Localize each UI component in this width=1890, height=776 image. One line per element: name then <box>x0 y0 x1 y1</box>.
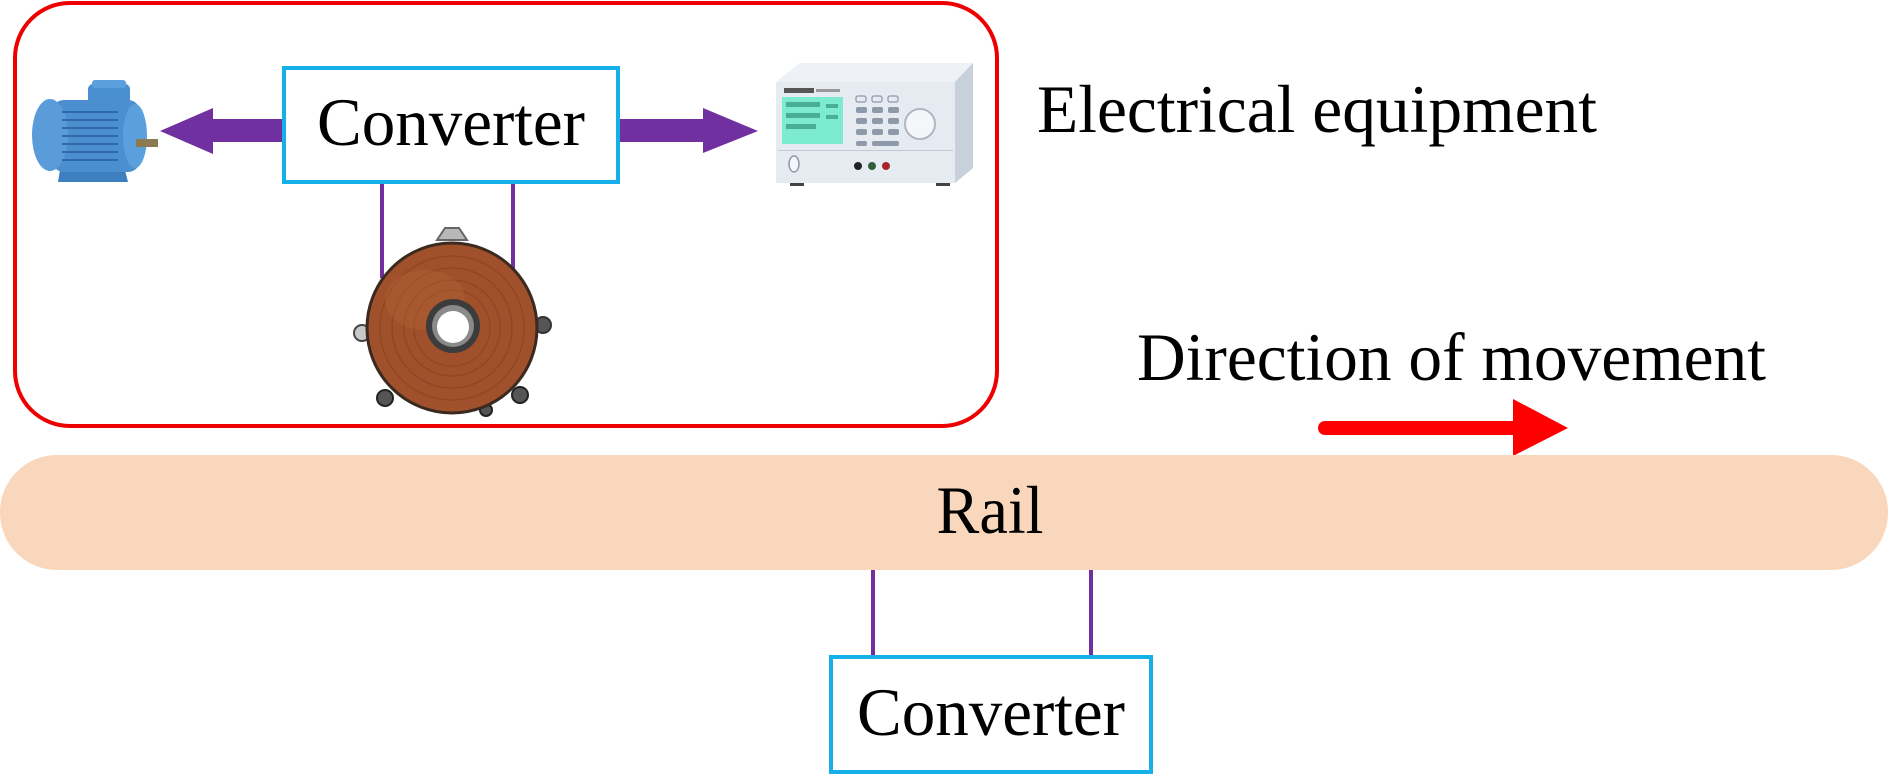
rail-body <box>0 455 1888 570</box>
electrical-equipment-label: Electrical equipment <box>1037 71 1597 147</box>
converter-bottom-label: Converter <box>857 674 1125 750</box>
direction-arrow-head <box>1513 399 1568 456</box>
electrical-equipment-group <box>13 1 999 428</box>
converter-bottom: Converter <box>829 655 1153 774</box>
direction-of-movement-label: Direction of movement <box>1137 319 1766 395</box>
electric-motor-icon <box>32 80 158 182</box>
direction-arrow <box>1318 399 1568 456</box>
arrow-to-motor <box>160 108 282 154</box>
converter-top-label: Converter <box>317 84 585 160</box>
rail-label: Rail <box>937 472 1044 548</box>
converter-top: Converter <box>282 66 620 184</box>
converter-bottom-box <box>829 655 1153 774</box>
pickup-coil-icon <box>353 227 552 417</box>
converter-top-box <box>282 66 620 184</box>
arrow-to-power-supply <box>620 108 758 153</box>
dc-power-supply-icon <box>776 63 973 186</box>
rail: Rail <box>0 455 1888 570</box>
